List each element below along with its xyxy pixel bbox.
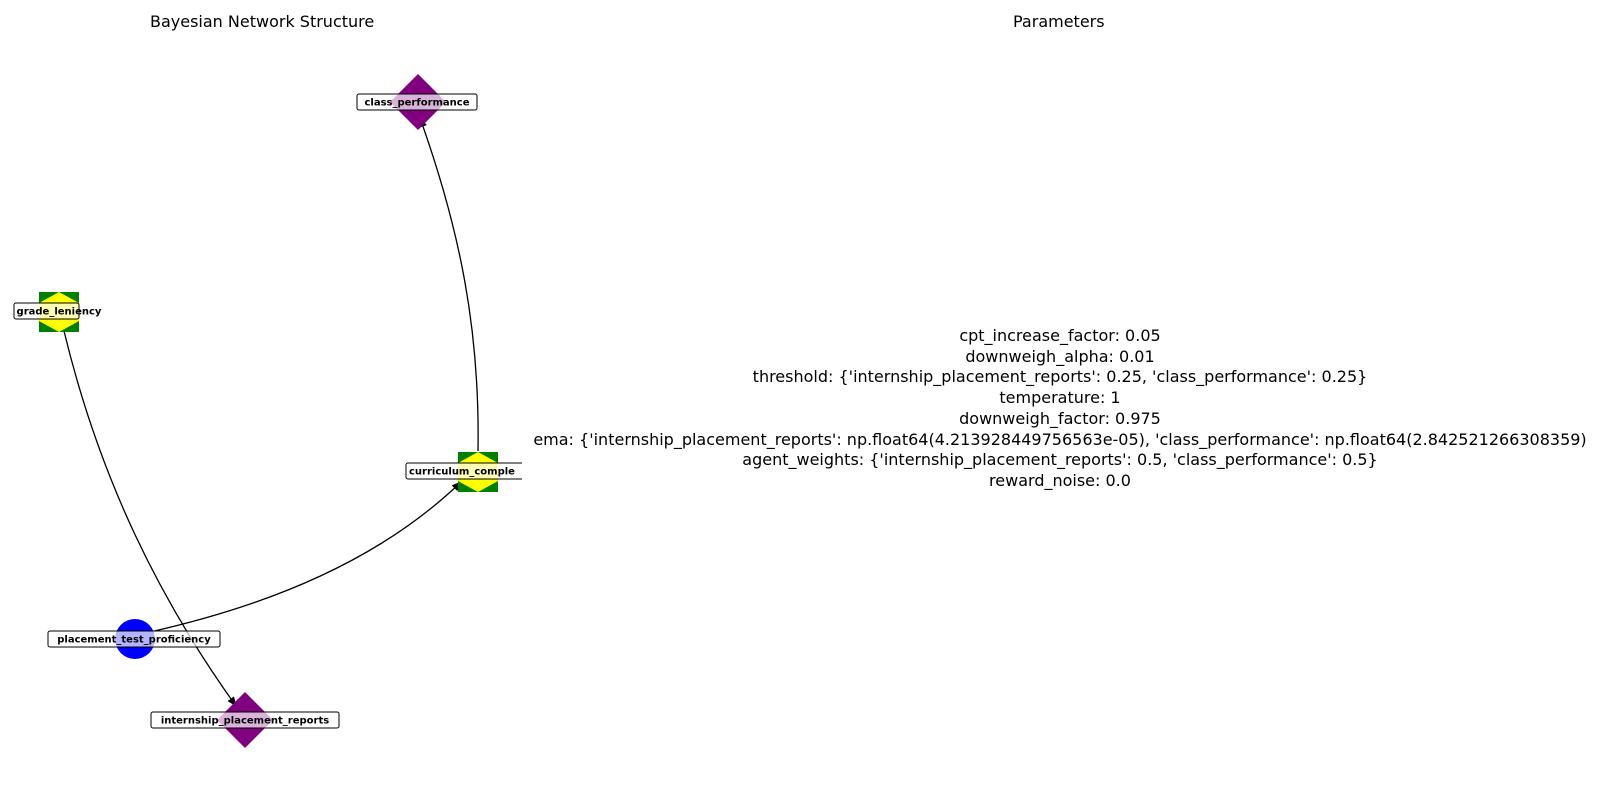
node-class-performance: class_performance — [356, 74, 478, 130]
parameter-line: reward_noise: 0.0 — [989, 470, 1131, 490]
node-grade-leniency: grade_leniency — [13, 292, 102, 332]
edge-curriculum-to-class-performance — [419, 117, 479, 452]
node-label: grade_leniency — [17, 307, 102, 318]
node-label-box — [405, 462, 522, 480]
node-label-box — [13, 302, 80, 320]
parameters-panel-title: Parameters — [1013, 12, 1105, 31]
parameter-line: downweigh_factor: 0.975 — [959, 408, 1161, 428]
parameters-list: cpt_increase_factor: 0.05 downweigh_alph… — [533, 326, 1586, 492]
parameter-line: downweigh_alpha: 0.01 — [965, 346, 1155, 366]
node-placement-test-proficiency: placement_test_proficiency — [47, 619, 221, 659]
parameter-line: agent_weights: {'internship_placement_re… — [742, 450, 1378, 470]
node-label-box — [47, 630, 221, 648]
node-label-box — [356, 93, 478, 111]
edge-grade-leniency-to-internship — [63, 330, 237, 707]
node-label: curriculum_comple — [409, 467, 515, 478]
edge-placement-to-curriculum — [149, 481, 462, 633]
node-label: internship_placement_reports — [161, 716, 329, 727]
node-label-box — [150, 711, 340, 729]
parameter-line: ema: {'internship_placement_reports': np… — [533, 429, 1587, 449]
node-label: class_performance — [364, 98, 469, 109]
network-panel-title: Bayesian Network Structure — [150, 12, 375, 31]
node-internship-placement-reports: internship_placement_reports — [150, 692, 340, 748]
parameter-line: temperature: 1 — [999, 388, 1121, 408]
node-label: placement_test_proficiency — [57, 635, 211, 646]
parameter-line: threshold: {'internship_placement_report… — [752, 367, 1368, 387]
node-curriculum-complexity: curriculum_comple — [405, 452, 522, 492]
parameter-line: cpt_increase_factor: 0.05 — [959, 326, 1161, 345]
